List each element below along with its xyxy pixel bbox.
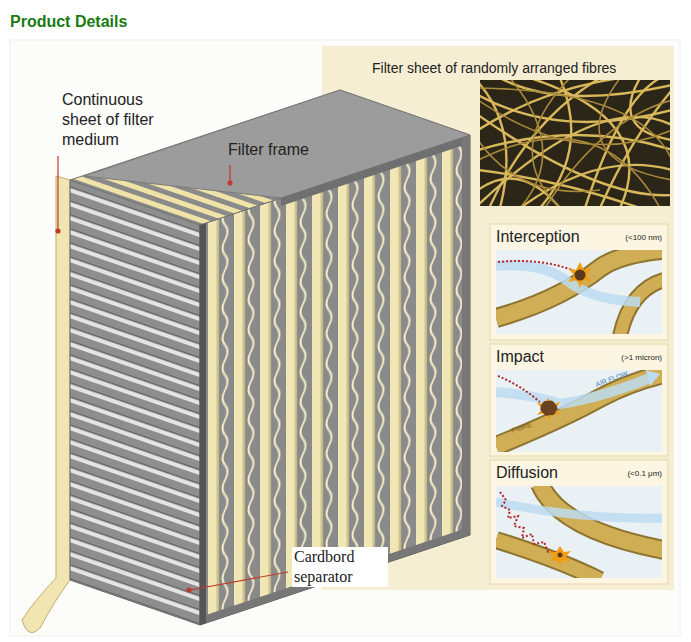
panel-heading: Interception — [496, 227, 580, 246]
leader-lines — [56, 156, 288, 592]
impact-panel-part — [496, 374, 662, 446]
filter-sheet-edge — [22, 176, 70, 633]
interception-panel-part — [575, 270, 586, 281]
mechanism-panel: Impact (>1 micron) — [490, 344, 668, 456]
leader-lines-part — [56, 229, 60, 233]
impact-panel-part — [537, 398, 561, 420]
impact-panel-part — [646, 370, 660, 386]
panel-heading: Impact — [496, 347, 544, 366]
leader-lines-part — [57, 156, 58, 230]
impact-panel-part — [540, 400, 557, 415]
diffusion-panel-part — [496, 540, 600, 578]
interception-panel — [490, 224, 668, 340]
interception-panel-part — [620, 280, 662, 334]
diffusion-panel — [490, 460, 668, 584]
filter-box-part — [200, 223, 206, 625]
interception-panel-part — [496, 265, 640, 302]
size-range: (<100 nm) — [625, 233, 662, 243]
fibre-sheet-panel: Filter sheet of randomly arranged fibres — [368, 56, 672, 208]
part-label: Cardbord separator — [292, 547, 388, 587]
impact-panel-part — [496, 378, 650, 404]
diffusion-panel-part — [549, 546, 571, 566]
fibre-image-part — [480, 82, 506, 206]
leader-lines-part — [229, 165, 230, 182]
fibre-image-part — [480, 100, 670, 145]
fibre-image-part — [480, 117, 670, 205]
interception-panel-part — [620, 280, 662, 334]
size-range: (>1 micron) — [621, 353, 662, 363]
leader-lines-part — [190, 572, 288, 590]
panel-heading: Filter sheet of randomly arranged fibres — [372, 60, 668, 77]
interception-panel-part — [498, 261, 572, 270]
mechanism-panel: Diffusion (<0.1 μm) — [490, 460, 668, 584]
filter-box-part — [200, 527, 470, 625]
part-label: Filter frame — [226, 140, 311, 160]
page-border-part — [10, 40, 680, 636]
fibre-image-part — [532, 80, 570, 206]
size-range: (<0.1 μm) — [627, 469, 662, 479]
filter-box-part — [70, 180, 200, 625]
diffusion-panel-part — [496, 540, 600, 578]
diffusion-panel-part — [496, 502, 662, 518]
interception-panel-part — [496, 250, 662, 334]
filter-sheet-edge-part — [22, 176, 70, 633]
leader-lines-part — [228, 181, 232, 185]
diffusion-panel-part — [558, 553, 563, 558]
fibre-image-part — [480, 115, 670, 195]
interception-panel-part — [568, 262, 592, 288]
fibre-image-part — [480, 80, 670, 206]
page-border — [10, 40, 680, 636]
fibre-image-part — [480, 88, 670, 160]
page-title: Product Details — [10, 12, 127, 32]
impact-panel-part — [496, 370, 662, 446]
diffusion-panel-part — [500, 492, 558, 552]
mechanism-panel: Interception (<100 nm) — [490, 224, 668, 340]
filter-box-part — [70, 90, 470, 225]
fibre-image — [478, 78, 672, 208]
diffusion-panel-part — [496, 486, 662, 578]
interception-panel-part — [490, 224, 668, 340]
impact-panel-part — [496, 374, 662, 446]
filter-box-part — [462, 135, 470, 538]
diffusion-panel-part — [490, 460, 668, 584]
impact-panel — [490, 344, 668, 456]
fibre-image-part — [480, 80, 670, 206]
panel-heading: Diffusion — [496, 463, 558, 482]
leader-lines-part — [187, 588, 191, 592]
impact-panel-part — [498, 376, 540, 402]
fibre-image-part — [599, 80, 670, 180]
impact-panel-part — [490, 344, 668, 456]
filter-box — [70, 90, 470, 625]
fibre-image-part — [500, 80, 670, 96]
fibre-image-part — [480, 80, 670, 206]
part-label: Continuous sheet of filter medium — [62, 90, 180, 150]
